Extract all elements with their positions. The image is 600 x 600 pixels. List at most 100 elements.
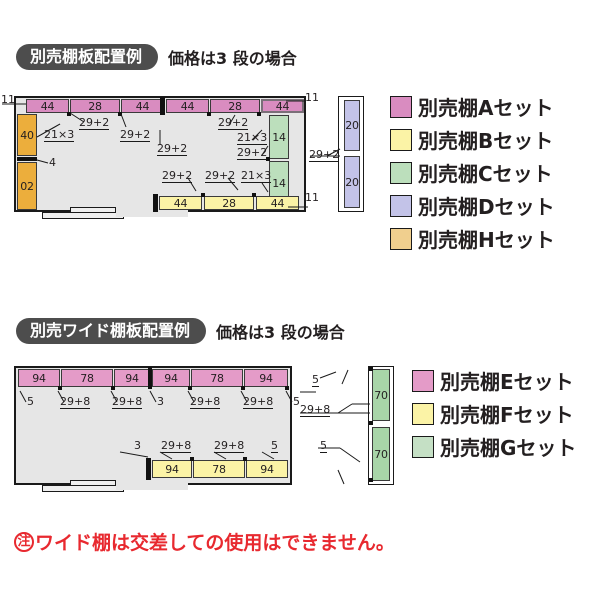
legend-item-set-a: 別売棚Aセット	[390, 92, 555, 121]
legend-label-h: 別売棚Hセット	[418, 228, 555, 252]
section1-annotation-5: 29+2	[218, 116, 249, 130]
section1-bottom-shelf-2: 44	[256, 196, 299, 210]
legend-label-b: 別売棚Bセット	[418, 129, 554, 153]
shelf-label: 44	[173, 196, 188, 210]
section2-top-annotation-5: 29+8	[243, 395, 274, 409]
section1-bottom-nub-1	[252, 193, 256, 197]
legend-label-c: 別売棚Cセット	[418, 162, 553, 186]
legend-item-set-g: 別売棚Gセット	[412, 432, 576, 461]
section2-top-shelf-3: 94	[152, 369, 190, 387]
shelf-label: 94	[165, 462, 179, 476]
section2-bottom-shelf-1: 78	[193, 460, 245, 478]
section1-top-shelf-2: 44	[121, 99, 164, 113]
shelf-label: 94	[125, 371, 139, 385]
section2-top-shelf-4: 78	[191, 369, 243, 387]
shelf-label: 70	[374, 447, 388, 461]
legend-item-set-b: 別売棚Bセット	[390, 125, 555, 154]
shelf-label: 94	[260, 462, 274, 476]
section2-plinth-left	[42, 485, 124, 492]
section1-title-row: 別売棚板配置例 価格は3 段の場合	[16, 44, 297, 70]
footnote: 注 ワイド棚は交差しての使用はできません。	[14, 528, 395, 555]
section1-side-shelf-1: 20	[344, 156, 360, 208]
section2-title-row: 別売ワイド棚板配置例 価格は3 段の場合	[16, 318, 345, 344]
section1-nub-2	[207, 112, 211, 116]
section1-top-center-divider	[160, 97, 165, 115]
section1-annotation-1: 29+2	[79, 116, 110, 130]
section2-right-annotation-0: 5	[312, 373, 319, 387]
section1-pill-label: 別売棚板配置例	[16, 44, 159, 70]
section1-nub-3	[257, 112, 261, 116]
section1-corner-label-1: 11	[305, 91, 319, 104]
section1-corner-label-0: 11	[1, 93, 15, 106]
section2-top-center-divider	[148, 367, 152, 389]
section2-nub-2	[188, 386, 192, 390]
section1-bottom-shelf-1: 28	[204, 196, 254, 210]
shelf-label: 28	[88, 99, 102, 113]
section2-right-shelf-1: 70	[372, 427, 390, 481]
legend-swatch-icon-b	[390, 128, 412, 151]
legend-item-set-h: 別売棚Hセット	[390, 224, 555, 253]
legend-item-set-d: 別売棚Dセット	[390, 191, 555, 220]
section2-top-annotation-6: 5	[293, 395, 300, 408]
section1-bottom-shelf-0: 44	[159, 196, 202, 210]
section1-side-shelf-0: 20	[344, 100, 360, 151]
section1-annotation-4: 29+2	[157, 142, 188, 156]
legend-label-d: 別売棚Dセット	[418, 195, 555, 219]
legend-swatch-icon-f	[412, 402, 434, 425]
shelf-label: 40	[20, 128, 34, 142]
shelf-label: 94	[32, 371, 46, 385]
section2-bottom-annotation-0: 3	[134, 439, 141, 452]
legend-item-set-e: 別売棚Eセット	[412, 366, 576, 395]
section2-plinth-right	[116, 480, 188, 490]
section2-right-annotation-2: 5	[320, 439, 327, 453]
section1-annotation-3: 4	[49, 156, 56, 169]
section2-right-annotation-1: 29+8	[300, 403, 331, 417]
section1-left-shelf-0: 40	[17, 114, 37, 156]
section2-top-shelf-2: 94	[114, 369, 150, 387]
section2-top-annotation-3: 3	[157, 395, 164, 408]
section2-bottom-shelf-2: 94	[246, 460, 288, 478]
legend-swatch-icon-a	[390, 95, 412, 118]
shelf-label: 14	[272, 176, 286, 190]
section1-legend: 別売棚Aセット 別売棚Bセット 別売棚Cセット 別売棚Dセット 別売棚Hセット	[390, 92, 555, 257]
shelf-label: 44	[270, 196, 285, 210]
shelf-label: 28	[228, 99, 242, 113]
section2-pill-label: 別売ワイド棚板配置例	[16, 318, 207, 344]
section1-corner-label-2: 11	[305, 191, 319, 204]
shelf-label: 78	[210, 371, 224, 385]
section1-plinth-center	[70, 207, 116, 213]
legend-swatch-icon-e	[412, 369, 434, 392]
section2-right-nub-2	[369, 478, 373, 482]
section2-nub-3	[241, 386, 245, 390]
section2-right-nub-1	[369, 421, 373, 425]
shelf-label: 28	[222, 196, 236, 210]
section2-bottom-annotation-3: 5	[271, 439, 278, 453]
section2-nub-4	[285, 386, 289, 390]
section1-right-nub-0	[266, 157, 270, 161]
legend-label-a: 別売棚Aセット	[418, 96, 554, 120]
section2-bottom-divider	[146, 458, 151, 480]
shelf-label: 70	[374, 388, 388, 402]
footnote-text: ワイド棚は交差しての使用はできません。	[35, 532, 395, 554]
section2-bottom-shelf-0: 94	[152, 460, 192, 478]
section2-top-annotation-4: 29+8	[190, 395, 221, 409]
section2-right-nub-0	[369, 367, 373, 371]
shelf-label: 44	[275, 99, 290, 113]
section1-left-shelf-1: 02	[17, 162, 37, 210]
legend-label-e: 別売棚Eセット	[440, 370, 574, 394]
shelf-label: 02	[20, 179, 34, 193]
section1-annotation-9: 29+2	[205, 169, 236, 183]
section2-plinth-center	[70, 480, 116, 486]
shelf-label: 78	[212, 462, 226, 476]
section1-bottom-left-divider	[153, 194, 158, 212]
section1-annotation-11: 29+2	[309, 148, 340, 162]
legend-item-set-c: 別売棚Cセット	[390, 158, 555, 187]
section2-top-shelf-1: 78	[61, 369, 113, 387]
section1-annotation-6: 21×3	[237, 131, 268, 145]
shelf-label: 14	[272, 130, 286, 144]
section1-nub-0	[67, 112, 71, 116]
section2-right-shelf-0: 70	[372, 369, 390, 421]
